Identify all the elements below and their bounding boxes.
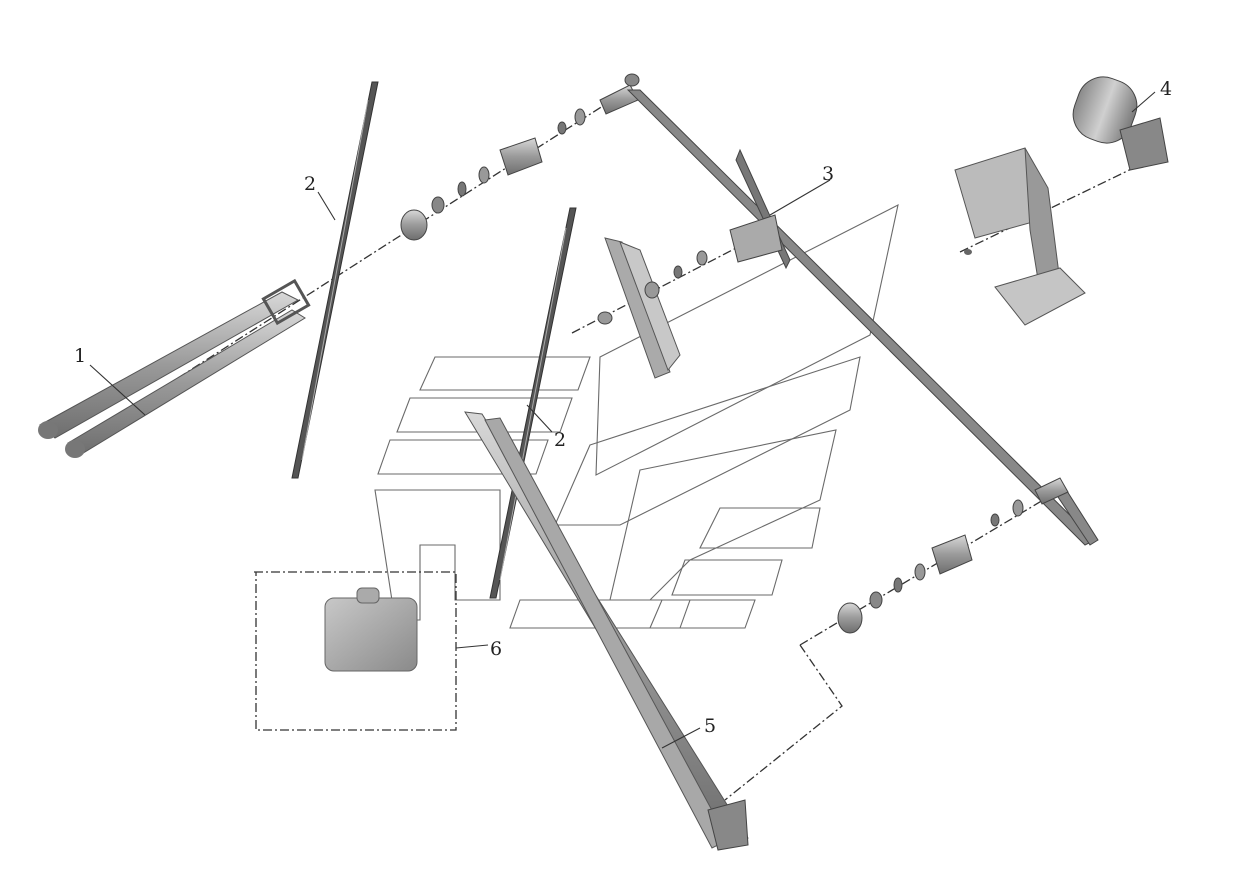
right-pivot-hardware <box>837 477 1069 634</box>
wiper-linkage-rod <box>626 89 1099 546</box>
callout-2-center: 2 <box>554 429 566 451</box>
wiper-arm-center <box>464 411 749 851</box>
callout-labels: 1 2 2 3 4 5 6 <box>74 78 1172 737</box>
callout-5: 5 <box>704 715 716 737</box>
callout-6: 6 <box>490 638 502 660</box>
washer-fluid-tank <box>324 587 418 672</box>
callout-2-left: 2 <box>304 173 316 195</box>
callout-3: 3 <box>822 163 834 185</box>
callout-4: 4 <box>1160 78 1172 100</box>
wiper-motor-assembly <box>954 76 1169 326</box>
assembly-axis-lines <box>177 94 1151 801</box>
wiper-blade-left <box>291 81 379 479</box>
callout-1: 1 <box>74 345 86 367</box>
center-mounting-bracket <box>597 237 708 379</box>
left-pivot-hardware <box>400 73 640 241</box>
callout-leader-lines <box>89 91 1156 749</box>
wiper-arm-left <box>38 278 311 458</box>
